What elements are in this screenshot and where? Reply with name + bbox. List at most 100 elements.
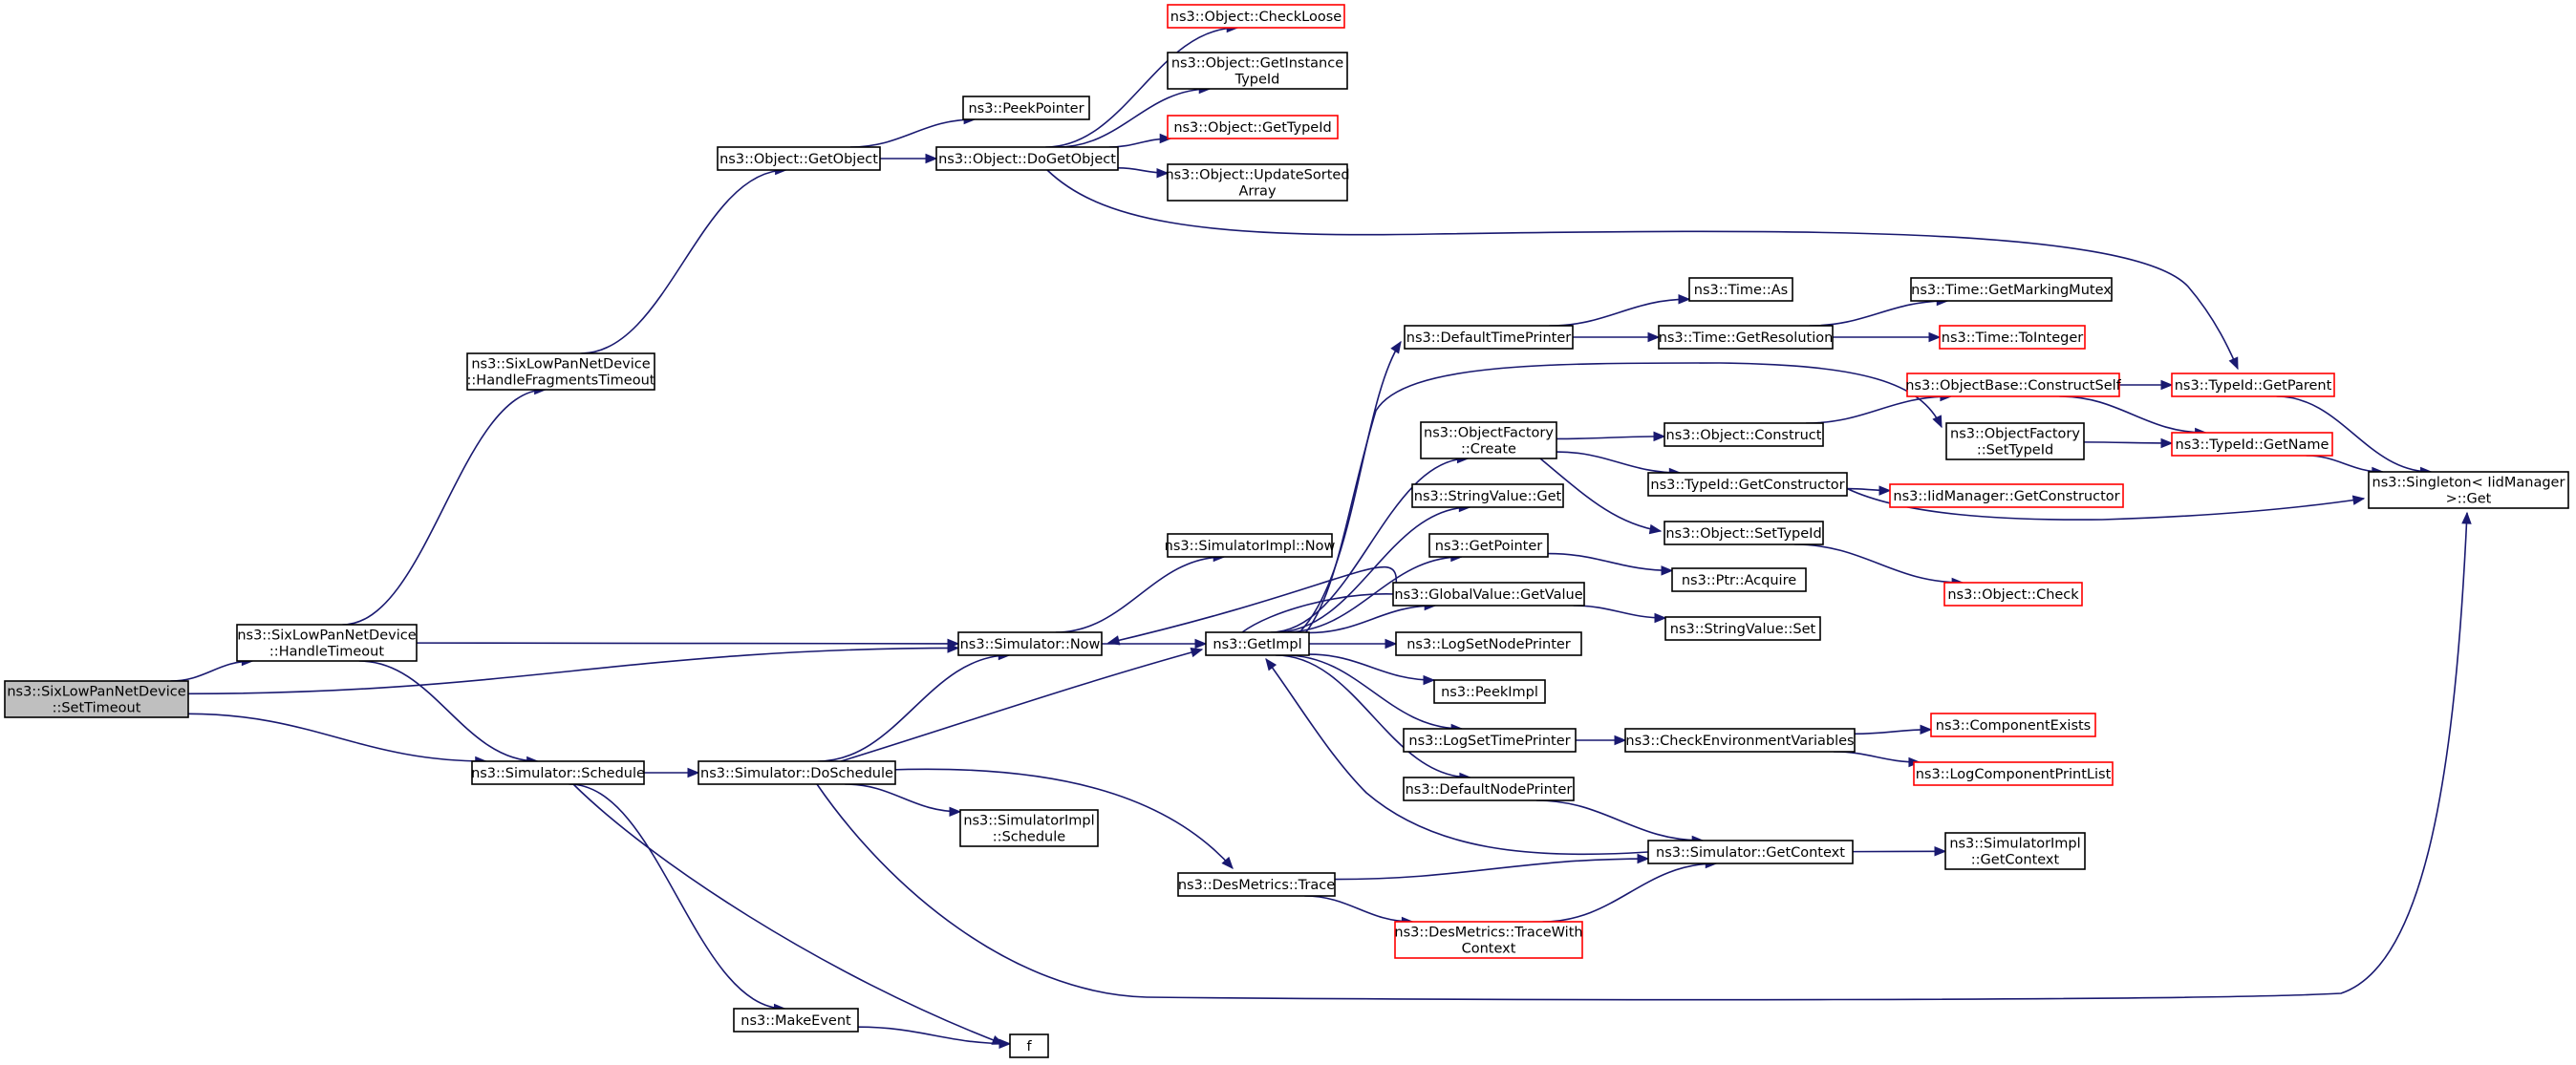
- node-checkLoose[interactable]: ns3::Object::CheckLoose: [1167, 4, 1345, 29]
- node-simDoSchedule[interactable]: ns3::Simulator::DoSchedule: [698, 760, 896, 785]
- node-box[interactable]: [466, 352, 655, 391]
- node-logSetTimePrinter[interactable]: ns3::LogSetTimePrinter: [1403, 728, 1577, 753]
- node-box[interactable]: [957, 631, 1103, 656]
- node-box[interactable]: [1664, 521, 1824, 545]
- node-box[interactable]: [935, 146, 1119, 171]
- node-box[interactable]: [962, 96, 1090, 120]
- node-objFactorySetTypeId[interactable]: ns3::ObjectFactory::SetTypeId: [1945, 422, 2085, 460]
- node-iidGetConstructor[interactable]: ns3::IidManager::GetConstructor: [1889, 483, 2124, 508]
- node-box[interactable]: [733, 1008, 859, 1033]
- node-box[interactable]: [1906, 373, 2120, 397]
- node-globalValueGetValue[interactable]: ns3::GlobalValue::GetValue: [1392, 582, 1585, 607]
- node-handleTimeout[interactable]: ns3::SixLowPanNetDevice::HandleTimeout: [236, 624, 418, 662]
- node-componentExists[interactable]: ns3::ComponentExists: [1930, 713, 2096, 737]
- node-typeIdGetName[interactable]: ns3::TypeId::GetName: [2171, 432, 2333, 457]
- node-checkEnvVars[interactable]: ns3::CheckEnvironmentVariables: [1624, 728, 1856, 753]
- node-timeAs[interactable]: ns3::Time::As: [1688, 277, 1793, 302]
- node-getImpl[interactable]: ns3::GetImpl: [1205, 631, 1310, 656]
- node-stringValueSet[interactable]: ns3::StringValue::Set: [1664, 616, 1821, 641]
- node-box[interactable]: [1167, 52, 1348, 90]
- node-makeEvent[interactable]: ns3::MakeEvent: [733, 1008, 859, 1033]
- node-f[interactable]: f: [1009, 1033, 1049, 1058]
- node-box[interactable]: [1167, 163, 1348, 202]
- node-box[interactable]: [1889, 483, 2124, 508]
- node-box[interactable]: [2171, 432, 2333, 457]
- node-defaultNodePrinter[interactable]: ns3::DefaultNodePrinter: [1403, 777, 1575, 801]
- node-box[interactable]: [1167, 115, 1339, 139]
- node-box[interactable]: [1671, 567, 1807, 592]
- node-timeMarkingMutex[interactable]: ns3::Time::GetMarkingMutex: [1910, 277, 2113, 302]
- node-box[interactable]: [1009, 1033, 1049, 1058]
- node-handleFragTimeout[interactable]: ns3::SixLowPanNetDevice::HandleFragments…: [466, 352, 655, 391]
- node-timeToInteger[interactable]: ns3::Time::ToInteger: [1939, 325, 2086, 350]
- node-stringValueGet[interactable]: ns3::StringValue::Get: [1411, 483, 1564, 508]
- node-box[interactable]: [959, 809, 1099, 847]
- node-box[interactable]: [1411, 483, 1564, 508]
- node-box[interactable]: [1394, 921, 1583, 959]
- node-logSetNodePrinter[interactable]: ns3::LogSetNodePrinter: [1395, 631, 1582, 656]
- node-box[interactable]: [1939, 325, 2086, 350]
- node-box[interactable]: [1688, 277, 1793, 302]
- node-timeGetResolution[interactable]: ns3::Time::GetResolution: [1658, 325, 1834, 350]
- node-box[interactable]: [1205, 631, 1310, 656]
- node-box[interactable]: [1664, 616, 1821, 641]
- node-objFactoryCreate[interactable]: ns3::ObjectFactory::Create: [1420, 421, 1557, 459]
- node-box[interactable]: [1943, 582, 2083, 607]
- node-box[interactable]: [1664, 422, 1824, 447]
- node-box[interactable]: [1647, 840, 1854, 864]
- node-box[interactable]: [717, 146, 881, 171]
- node-box[interactable]: [1930, 713, 2096, 737]
- node-box[interactable]: [1945, 422, 2085, 460]
- node-simImplGetContext[interactable]: ns3::SimulatorImpl::GetContext: [1944, 832, 2086, 870]
- node-box[interactable]: [1433, 679, 1546, 704]
- node-desTrace[interactable]: ns3::DesMetrics::Trace: [1177, 872, 1336, 897]
- node-peekPointer[interactable]: ns3::PeekPointer: [962, 96, 1090, 120]
- node-peekImpl[interactable]: ns3::PeekImpl: [1433, 679, 1546, 704]
- node-objSetTypeId[interactable]: ns3::Object::SetTypeId: [1664, 521, 1824, 545]
- node-box[interactable]: [1658, 325, 1834, 350]
- node-simImplSchedule[interactable]: ns3::SimulatorImpl::Schedule: [959, 809, 1099, 847]
- node-box[interactable]: [1392, 582, 1585, 607]
- node-singletonGet[interactable]: ns3::Singleton< IidManager >::Get: [2368, 471, 2569, 509]
- node-box[interactable]: [1913, 761, 2114, 786]
- node-objBaseConstructSelf[interactable]: ns3::ObjectBase::ConstructSelf: [1905, 373, 2122, 397]
- node-box[interactable]: [1395, 631, 1582, 656]
- node-simImplNow[interactable]: ns3::SimulatorImpl::Now: [1165, 533, 1336, 558]
- node-ptrAcquire[interactable]: ns3::Ptr::Acquire: [1671, 567, 1807, 592]
- node-box[interactable]: [1944, 832, 2086, 870]
- node-typeIdGetConstructor[interactable]: ns3::TypeId::GetConstructor: [1647, 472, 1848, 497]
- node-box[interactable]: [471, 760, 645, 785]
- node-box[interactable]: [1647, 472, 1848, 497]
- node-simGetContext[interactable]: ns3::Simulator::GetContext: [1647, 840, 1854, 864]
- node-doGetObject[interactable]: ns3::Object::DoGetObject: [935, 146, 1119, 171]
- node-box[interactable]: [1404, 325, 1574, 350]
- node-box[interactable]: [1167, 4, 1345, 29]
- node-box[interactable]: [1420, 421, 1557, 459]
- node-box[interactable]: [2368, 471, 2569, 509]
- node-box[interactable]: [1428, 533, 1549, 558]
- node-box[interactable]: [236, 624, 418, 662]
- node-objGetTypeId[interactable]: ns3::Object::GetTypeId: [1167, 115, 1339, 139]
- node-box[interactable]: [698, 760, 896, 785]
- node-box[interactable]: [1177, 872, 1336, 897]
- node-getPointer[interactable]: ns3::GetPointer: [1428, 533, 1549, 558]
- node-objConstruct[interactable]: ns3::Object::Construct: [1664, 422, 1824, 447]
- node-simSchedule[interactable]: ns3::Simulator::Schedule: [471, 760, 645, 785]
- node-box[interactable]: [1910, 277, 2113, 302]
- node-logComponentPrintList[interactable]: ns3::LogComponentPrintList: [1913, 761, 2114, 786]
- node-box[interactable]: [2171, 373, 2335, 397]
- node-objCheck[interactable]: ns3::Object::Check: [1943, 582, 2083, 607]
- node-typeIdGetParent[interactable]: ns3::TypeId::GetParent: [2171, 373, 2335, 397]
- node-box[interactable]: [1167, 533, 1333, 558]
- node-defaultTimePrinter[interactable]: ns3::DefaultTimePrinter: [1404, 325, 1574, 350]
- node-box[interactable]: [1403, 777, 1575, 801]
- node-setTimeout[interactable]: ns3::SixLowPanNetDevice::SetTimeout: [4, 680, 189, 718]
- node-simNow[interactable]: ns3::Simulator::Now: [957, 631, 1103, 656]
- node-box[interactable]: [4, 680, 189, 718]
- node-objGetObject[interactable]: ns3::Object::GetObject: [717, 146, 881, 171]
- node-box[interactable]: [1624, 728, 1856, 753]
- node-box[interactable]: [1403, 728, 1577, 753]
